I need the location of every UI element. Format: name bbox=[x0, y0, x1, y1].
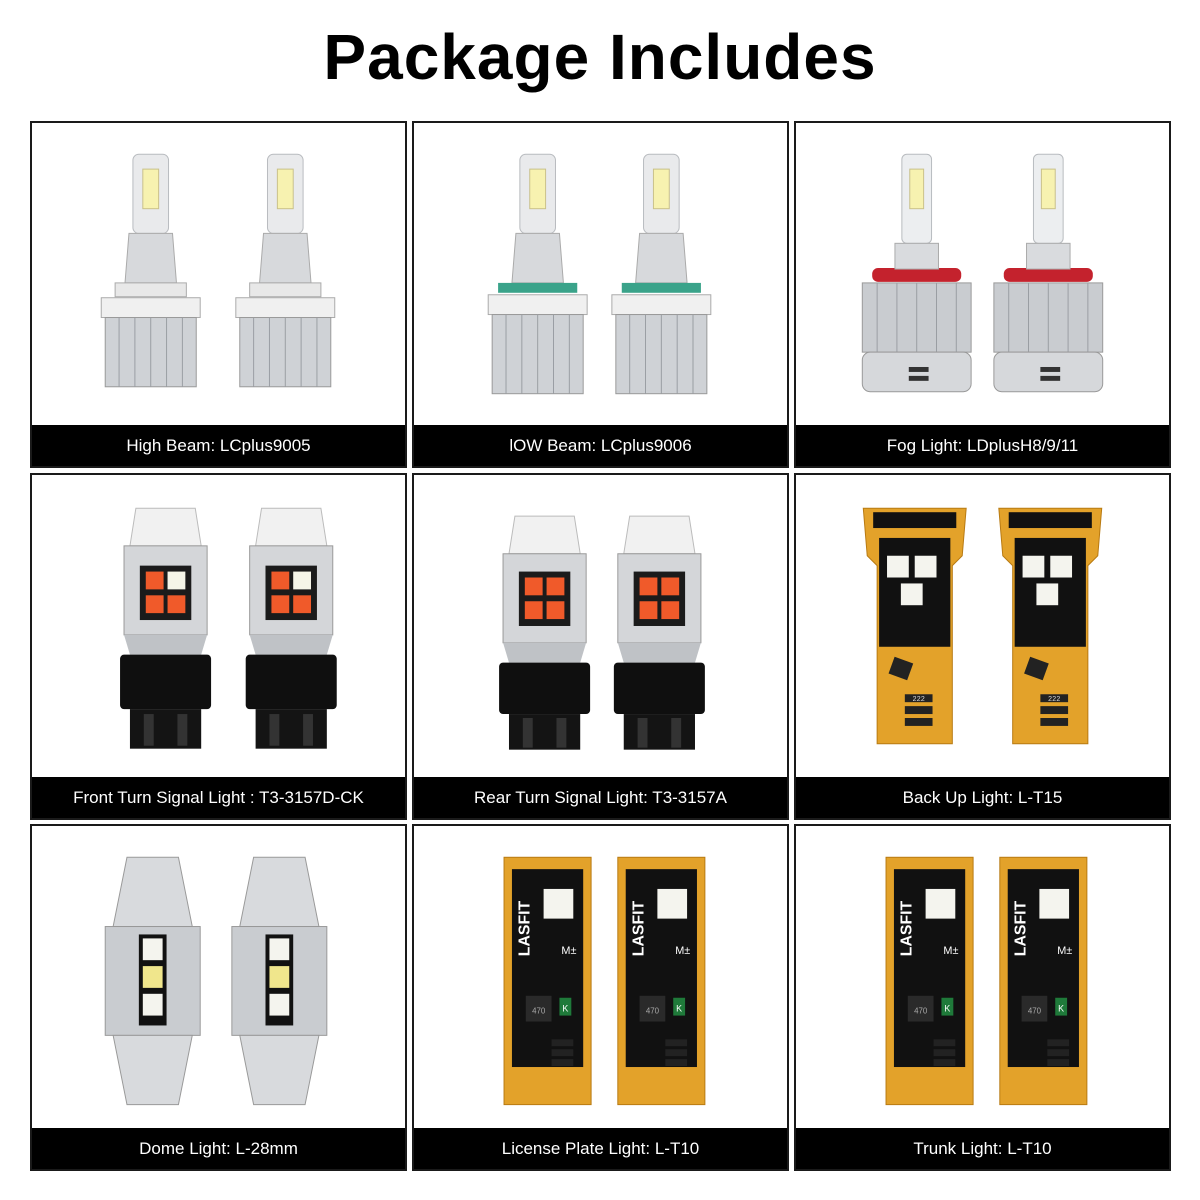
fog-light-bulb-h11-icon bbox=[861, 153, 1104, 393]
package-item-high-beam: High Beam: LCplus9005 bbox=[30, 121, 407, 468]
item-caption: Trunk Light: L-T10 bbox=[796, 1128, 1169, 1169]
product-grid: High Beam: LCplus9005 lOW bbox=[30, 121, 1171, 1171]
t10-led-board-icon: LASFIT M± 470 K LASFIT M± 470 K bbox=[503, 856, 706, 1106]
package-item-front-turn-signal: Front Turn Signal Light : T3-3157D-CK bbox=[30, 473, 407, 820]
marking-label: M± bbox=[943, 945, 958, 957]
package-item-low-beam: lOW Beam: LCplus9006 bbox=[412, 121, 789, 468]
package-item-rear-turn-signal: Rear Turn Signal Light: T3-3157A bbox=[412, 473, 789, 820]
item-caption: Fog Light: LDplusH8/9/11 bbox=[796, 425, 1169, 466]
resistor-label: 222 bbox=[912, 696, 924, 704]
brand-label: LASFIT bbox=[517, 900, 534, 956]
marking-label: M± bbox=[675, 945, 690, 957]
package-item-fog-light: Fog Light: LDplusH8/9/11 bbox=[794, 121, 1171, 468]
package-item-dome-light: Dome Light: L-28mm bbox=[30, 824, 407, 1171]
k-label: K bbox=[1058, 1004, 1064, 1014]
brand-label: LASFIT bbox=[899, 900, 916, 956]
brand-label: LASFIT bbox=[1013, 900, 1030, 956]
ic-label: 470 bbox=[646, 1007, 660, 1016]
marking-label: M± bbox=[1057, 945, 1072, 957]
headlight-bulb-9006-icon bbox=[487, 153, 712, 395]
ic-label: 470 bbox=[1028, 1007, 1042, 1016]
turn-signal-bulb-3157-icon bbox=[499, 515, 705, 750]
marking-label: M± bbox=[561, 945, 576, 957]
k-label: K bbox=[562, 1004, 568, 1014]
ic-label: 470 bbox=[532, 1007, 546, 1016]
k-label: K bbox=[676, 1004, 682, 1014]
item-caption: lOW Beam: LCplus9006 bbox=[414, 425, 787, 466]
ic-label: 470 bbox=[914, 1007, 928, 1016]
t10-led-board-icon: LASFIT M± 470 K LASFIT M± 470 K bbox=[885, 856, 1088, 1106]
item-caption: Dome Light: L-28mm bbox=[32, 1128, 405, 1169]
t15-led-board-icon: 222 222 bbox=[862, 507, 1103, 745]
package-item-license-plate-light: LASFIT M± 470 K LASFIT M± 470 K L bbox=[412, 824, 789, 1171]
k-label: K bbox=[944, 1004, 950, 1014]
item-caption: Front Turn Signal Light : T3-3157D-CK bbox=[32, 777, 405, 818]
package-item-trunk-light: LASFIT M± 470 K LASFIT M± 470 K T bbox=[794, 824, 1171, 1171]
item-caption: High Beam: LCplus9005 bbox=[32, 425, 405, 466]
festoon-bulb-28mm-icon bbox=[104, 856, 328, 1106]
package-item-back-up-light: 222 222 Back Up Light: L-T15 bbox=[794, 473, 1171, 820]
item-caption: License Plate Light: L-T10 bbox=[414, 1128, 787, 1169]
headlight-bulb-9005-icon bbox=[100, 153, 336, 388]
resistor-label: 222 bbox=[1048, 696, 1060, 704]
page-title: Package Includes bbox=[323, 21, 877, 93]
turn-signal-bulb-3157-icon bbox=[120, 507, 337, 749]
item-caption: Back Up Light: L-T15 bbox=[796, 777, 1169, 818]
brand-label: LASFIT bbox=[631, 900, 648, 956]
item-caption: Rear Turn Signal Light: T3-3157A bbox=[414, 777, 787, 818]
